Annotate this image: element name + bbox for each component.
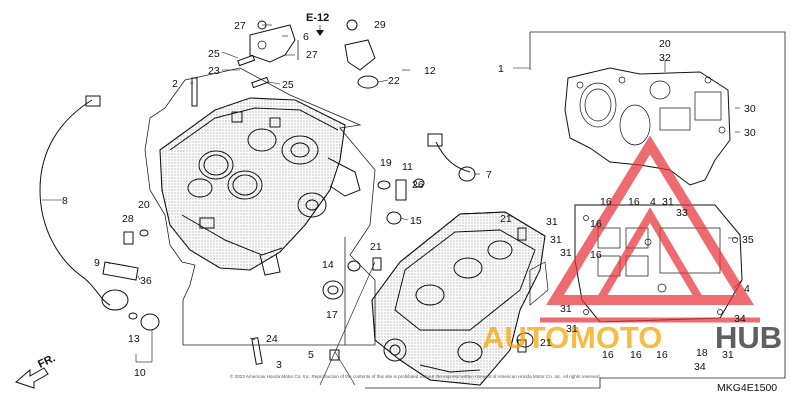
callout-label: 4 [744, 283, 750, 295]
callout-label: 27 [234, 20, 246, 32]
watermark: AUTO MOTO HUB [482, 135, 782, 355]
callout-label: 26 [412, 179, 424, 191]
callout-label: 31 [546, 216, 558, 228]
callout-label: 28 [122, 213, 134, 225]
diagram-code: MKG4E1500 [717, 382, 777, 394]
copyright-text: © 2023 American Honda Motor Co. Inc. Rep… [230, 373, 601, 379]
callout-label: 11 [402, 161, 413, 173]
front-direction-label: FR. [36, 352, 57, 370]
callout-label: 16 [656, 349, 668, 361]
callout-label: 31 [566, 323, 578, 335]
callout-label: 8 [62, 195, 68, 207]
callout-label: 22 [388, 75, 400, 87]
callout-label: 15 [410, 215, 422, 227]
lower-crankcase [371, 211, 549, 386]
callout-label: 16 [600, 196, 612, 208]
callout-label: 3 [276, 359, 282, 371]
watermark-brand-a: AUTO [482, 320, 569, 355]
callout-label: 25 [282, 79, 294, 91]
callout-label: 21 [540, 337, 552, 349]
callout-label: 2 [172, 78, 178, 90]
callout-label: 32 [659, 52, 671, 64]
callout-label: 34 [694, 361, 706, 373]
callout-label: 20 [659, 38, 671, 50]
callout-labels: 27 6 29 25 27 23 25 12 2 22 1 20 32 30 3… [62, 19, 756, 379]
leader-lines [42, 24, 743, 386]
callout-label: 19 [380, 157, 392, 169]
callout-label: 16 [590, 218, 602, 230]
callout-label: 25 [208, 48, 220, 60]
callout-label: 29 [374, 19, 386, 31]
gasket-sheet [564, 67, 731, 186]
callout-label: 7 [486, 169, 492, 181]
callout-label: 9 [94, 257, 100, 269]
callout-label: 10 [134, 367, 146, 379]
callout-label: 17 [326, 309, 338, 321]
callout-label: 35 [742, 234, 754, 246]
callout-label: 34 [734, 313, 746, 325]
callout-label: 21 [370, 241, 382, 253]
ref-code: E-12 [306, 12, 329, 24]
callout-label: 30 [744, 127, 756, 139]
callout-label: 5 [308, 349, 314, 361]
callout-label: 18 [696, 347, 708, 359]
callout-label: 31 [560, 247, 572, 259]
upper-crankcase [159, 97, 361, 276]
callout-label: 12 [424, 65, 436, 77]
callout-label: 16 [590, 249, 602, 261]
callout-label: 1 [498, 63, 504, 75]
callout-label: 31 [550, 234, 562, 246]
callout-label: 31 [722, 349, 734, 361]
callout-label: 16 [628, 196, 640, 208]
callout-label: 20 [138, 199, 150, 211]
callout-label: 31 [662, 196, 674, 208]
callout-label: 24 [266, 333, 278, 345]
watermark-brand-c: HUB [715, 320, 782, 355]
callout-label: 16 [630, 349, 642, 361]
callout-label: 33 [676, 207, 688, 219]
callout-label: 6 [303, 31, 309, 43]
callout-label: 13 [128, 333, 140, 345]
callout-label: 31 [560, 303, 572, 315]
callout-label: 14 [322, 259, 334, 271]
callout-label: 36 [140, 275, 152, 287]
callout-label: 4 [650, 196, 656, 208]
front-arrow-icon: FR. [15, 352, 57, 389]
callout-label: 27 [306, 49, 318, 61]
callout-label: 21 [500, 213, 512, 225]
callout-label: 30 [744, 103, 756, 115]
callout-label: 23 [208, 65, 220, 77]
callout-label: 16 [602, 349, 614, 361]
assembly-boxes [144, 31, 786, 389]
small-parts [39, 19, 527, 365]
watermark-brand-b: MOTO [570, 320, 662, 355]
